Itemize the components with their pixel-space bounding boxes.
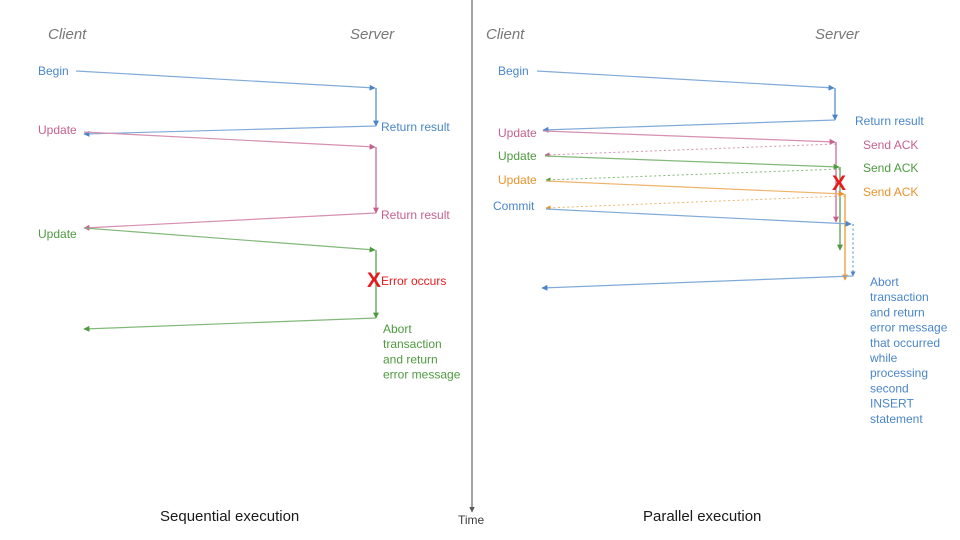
message-arrow-update-request-2 (544, 155, 840, 170)
actor-label-server: Server (350, 26, 395, 43)
message-label-begin-request: Begin (498, 64, 529, 78)
message-arrow-return-result-1 (83, 125, 377, 137)
note-line: Abort (383, 322, 412, 336)
message-label-commit-request: Commit (493, 199, 535, 213)
note-line: that occurred (870, 336, 940, 350)
note-line: while (869, 351, 898, 365)
message-label-return-result-2: Return result (381, 208, 450, 222)
message-label-send-ack-2: Send ACK (863, 161, 918, 175)
message-label-return-result-1: Return result (381, 120, 450, 134)
message-label-update-request-2: Update (498, 149, 537, 163)
error-x-icon: X (367, 269, 381, 292)
panel-caption-sequential: Sequential execution (160, 508, 299, 525)
message-arrow-update-request-2 (83, 227, 376, 253)
actor-label-client: Client (48, 26, 87, 43)
note-line: processing (870, 366, 928, 380)
message-arrow-commit-request (545, 208, 852, 227)
message-label-update-request-1: Update (498, 126, 537, 140)
time-axis-layer: Time (458, 0, 485, 527)
note-line: second (870, 381, 909, 395)
note-line: and return (383, 352, 438, 366)
note-line: INSERT (870, 397, 914, 411)
message-arrow-update-request-1 (83, 131, 376, 150)
note-line: error message (383, 368, 461, 382)
error-x-icon: X (832, 172, 846, 195)
note-line: Abort (870, 275, 899, 289)
message-label-send-ack-3: Send ACK (863, 185, 918, 199)
message-arrow-abort-response (83, 317, 377, 332)
time-axis-label: Time (458, 513, 485, 527)
message-label-update-request-3: Update (498, 173, 537, 187)
message-arrow-return-result (542, 119, 836, 133)
note-line: transaction (870, 290, 929, 304)
message-arrow-begin-request (536, 70, 835, 91)
message-arrow-abort-response (541, 275, 854, 291)
error-occurs-label: Error occurs (381, 274, 446, 288)
message-label-return-result: Return result (855, 114, 924, 128)
message-arrow-send-ack-3 (545, 195, 846, 211)
message-arrow-begin-request (75, 70, 376, 91)
message-arrow-return-result-2 (83, 212, 377, 231)
message-label-begin-request: Begin (38, 64, 69, 78)
panel-caption-parallel: Parallel execution (643, 508, 761, 525)
note-line: transaction (383, 337, 442, 351)
message-label-update-request-1: Update (38, 123, 77, 137)
note-line: and return (870, 305, 925, 319)
message-arrow-send-ack-2 (545, 168, 841, 183)
message-arrow-update-request-3 (545, 180, 845, 197)
actor-label-server: Server (815, 26, 860, 43)
note-line: statement (870, 412, 923, 426)
message-label-send-ack-1: Send ACK (863, 138, 918, 152)
message-label-update-request-2: Update (38, 227, 77, 241)
note-line: error message (870, 321, 948, 335)
message-arrow-update-request-1 (542, 130, 836, 145)
actor-label-client: Client (486, 26, 525, 43)
